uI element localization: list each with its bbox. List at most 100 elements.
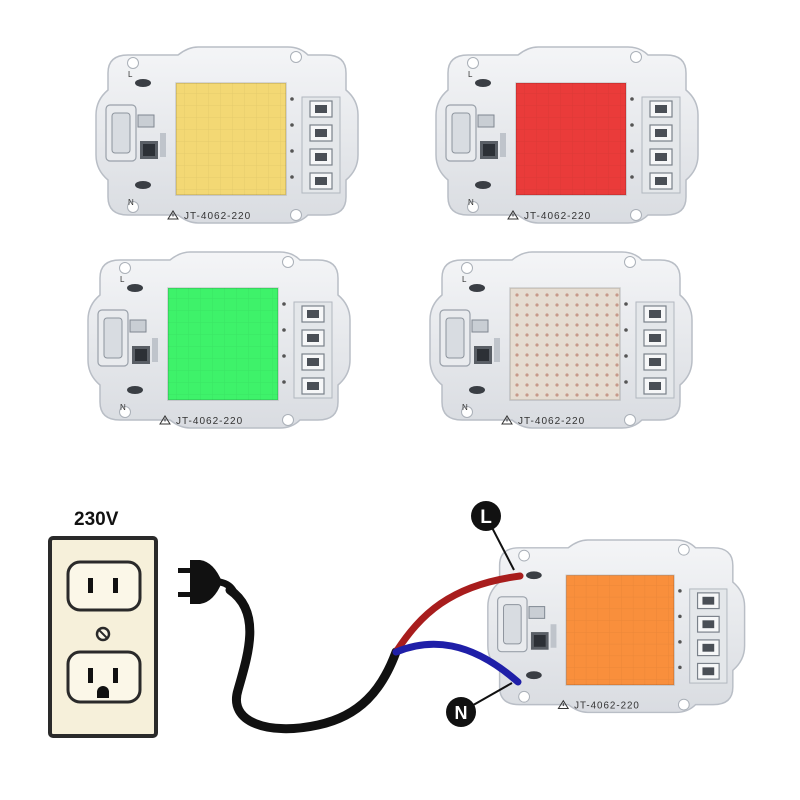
indicator-dot [678,640,682,644]
indicator-dot [624,328,628,332]
capacitor [152,338,158,362]
driver-chip-inner [451,112,471,154]
terminal-pad-n [469,386,485,394]
indicator-dot [678,614,682,619]
mounting-hole [461,262,473,274]
indicator-dot [630,175,634,179]
ic-chip-core [477,349,489,361]
mounting-hole [677,543,690,556]
voltage-label: 230V [74,509,119,530]
capacitor [500,133,506,157]
connector-pad-core [702,667,715,676]
connector-pad-core [307,382,319,390]
indicator-dot [678,665,682,670]
indicator-dot [282,302,286,306]
connector-pad-core [655,153,667,161]
terminal-pad-n [475,181,491,189]
wiring-diagram: 230V [48,501,746,738]
indicator-dot [290,149,294,153]
terminal-pad-l [127,284,143,292]
indicator-dot [282,328,286,332]
module-body: L N JT-4062-220 [87,251,351,429]
terminal-pad-l [469,284,485,292]
capacitor [494,338,500,362]
terminal-label-n: N [128,198,134,207]
driver-chip-inner [503,604,522,645]
connector-pad-core [702,643,715,652]
ic-chip-core [483,144,495,156]
resistor [137,114,155,128]
cob-chip-grid [566,575,675,685]
module-label: JT-4062-220 [184,211,251,222]
terminal-label-n: N [462,403,468,412]
warning-icon [159,415,171,425]
mounting-hole [467,201,479,213]
connector-pad-core [702,620,715,629]
ic-chip-core [135,349,147,361]
connector-pad-core [315,129,327,137]
outlet-socket-bottom [66,650,142,704]
indicator-dot [282,380,286,384]
module-body: L N JT-4062-220 [95,46,359,224]
mounting-hole [624,256,636,268]
mounting-hole [290,51,302,63]
cob-chip-grid [176,83,286,195]
ic-chip-core [143,144,155,156]
warning-icon [167,210,179,220]
connector-pad-core [315,105,327,113]
capacitor [550,624,557,648]
warning-icon [557,699,570,710]
module-body: JT-4062-220 [487,539,746,714]
module-label: JT-4062-220 [176,416,243,427]
connector-pad-core [649,334,661,342]
mounting-hole [119,406,131,418]
terminal-pad-n [526,671,542,680]
live-terminal-marker: L [471,501,515,571]
live-marker-label: L [480,507,492,528]
connector-pad-core [655,177,667,185]
mounting-hole [624,414,636,426]
terminal-pad-l [475,79,491,87]
mounting-hole [467,57,479,69]
mounting-hole [127,201,139,213]
mounting-hole [630,209,642,221]
neutral-terminal-marker: N [446,682,513,727]
power-cable [225,585,401,734]
led-module-green: L N JT-4062-220 [87,251,351,429]
terminal-pad-l [526,571,542,580]
terminal-label-l: L [462,275,467,284]
indicator-dot [624,380,628,384]
mounting-hole [677,698,690,711]
module-body: L N JT-4062-220 [429,251,693,429]
terminal-pad-l [135,79,151,87]
terminal-label-l: L [128,70,133,79]
indicator-dot [630,97,634,101]
ic-chip-core [533,635,546,647]
driver-chip-inner [445,317,465,359]
outlet-icon [48,536,158,738]
indicator-dot [630,123,634,127]
indicator-dot [282,354,286,358]
mounting-hole [518,690,530,703]
terminal-label-n: N [120,403,126,412]
connector-pad-core [307,358,319,366]
cob-chip-grid [168,288,278,400]
capacitor [160,133,166,157]
warning-icon [507,210,519,220]
connector-pad-core [649,310,661,318]
mounting-hole [119,262,131,274]
neutral-marker-label: N [455,703,468,723]
module-label: JT-4062-220 [574,701,640,712]
connector-pad-core [702,596,715,605]
indicator-dot [678,589,682,593]
mounting-hole [290,209,302,221]
terminal-label-l: L [120,275,125,284]
connector-pad-core [655,105,667,113]
terminal-pad-n [127,386,143,394]
module-label: JT-4062-220 [518,416,585,427]
connector-pad-core [307,310,319,318]
led-module-full-spectrum: L N JT-4062-220 [429,251,693,429]
terminal-pad-n [135,181,151,189]
indicator-dot [290,97,294,101]
